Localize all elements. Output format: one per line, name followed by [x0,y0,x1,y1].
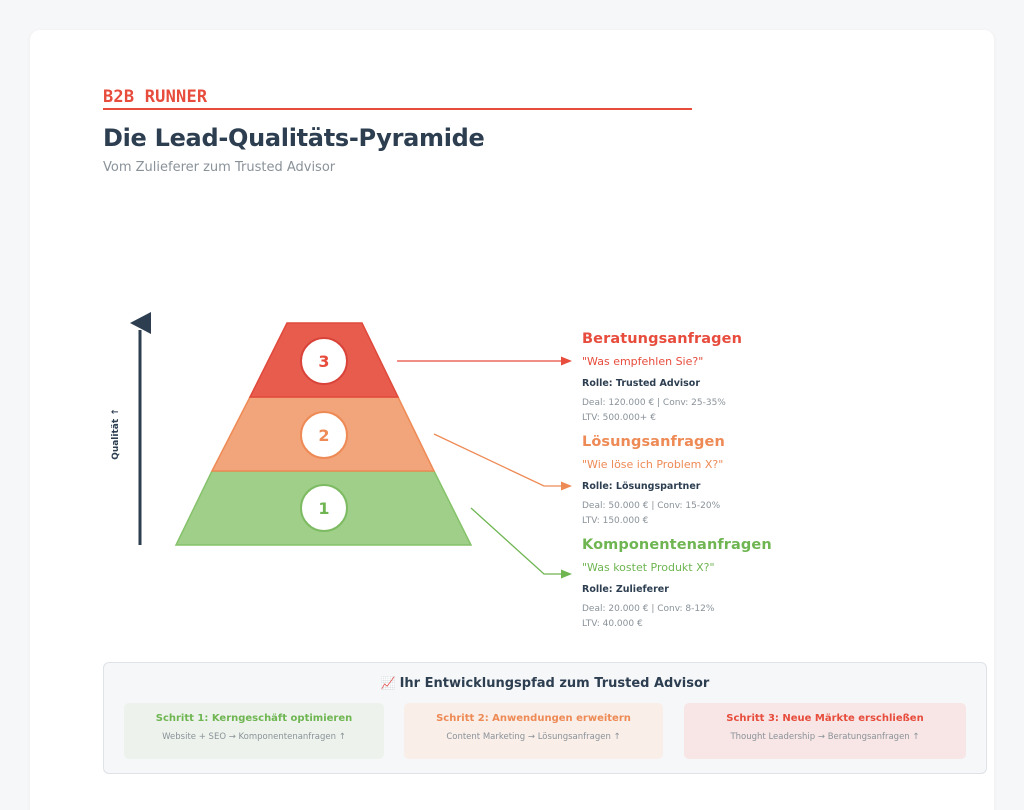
tier-3-badge: 3 [300,337,348,385]
brand-label: B2B RUNNER [103,87,208,107]
tier-3-question: "Was empfehlen Sie?" [582,355,704,368]
step-2-desc: Content Marketing → Lösungsanfragen ↑ [446,732,621,742]
step-1-desc: Website + SEO → Komponentenanfragen ↑ [162,732,346,742]
step-3-card: Schritt 3: Neue Märkte erschließen Thoug… [684,703,966,759]
tier-2-question: "Wie löse ich Problem X?" [582,458,724,471]
tier-3-number: 3 [318,351,330,371]
step-2-card: Schritt 2: Anwendungen erweitern Content… [404,703,663,759]
axis-arrow-icon [130,312,151,334]
tier-3-deal: Deal: 120.000 € | Conv: 25-35% [582,398,726,408]
tier-1-heading: Komponentenanfragen [582,537,772,553]
tier-1-number: 1 [318,498,330,518]
brand-divider [103,108,692,110]
chart-increasing-icon: 📈 [380,676,396,690]
step-1-title: Schritt 1: Kerngeschäft optimieren [155,713,353,724]
tier-2-ltv: LTV: 150.000 € [582,516,649,526]
tier-1-question: "Was kostet Produkt X?" [582,561,715,574]
arrow-tier-3 [397,356,572,366]
tier-1-role: Rolle: Zulieferer [582,584,669,595]
tier-2-number: 2 [318,425,330,445]
tier-3-heading: Beratungsanfragen [582,331,742,347]
tier-1-badge: 1 [300,484,348,532]
step-3-title: Schritt 3: Neue Märkte erschließen [726,713,924,724]
step-3-desc: Thought Leadership → Beratungsanfragen ↑ [730,732,920,742]
tier-2-info: Lösungsanfragen "Wie löse ich Problem X?… [582,434,822,529]
quality-axis [130,312,151,545]
arrowhead-icon [561,569,572,579]
tier-2-deal: Deal: 50.000 € | Conv: 15-20% [582,501,721,511]
step-2-title: Schritt 2: Anwendungen erweitern [436,713,631,724]
tier-1-info: Komponentenanfragen "Was kostet Produkt … [582,537,822,632]
tier-3-info: Beratungsanfragen "Was empfehlen Sie?" R… [582,331,822,426]
page-title: Die Lead-Qualitäts-Pyramide [103,124,485,152]
path-title: 📈Ihr Entwicklungspfad zum Trusted Adviso… [104,676,986,691]
page-subtitle: Vom Zulieferer zum Trusted Advisor [103,160,336,175]
path-title-text: Ihr Entwicklungspfad zum Trusted Advisor [399,676,710,691]
development-path-panel: 📈Ihr Entwicklungspfad zum Trusted Adviso… [103,662,987,774]
arrowhead-icon [561,481,572,491]
arrow-tier-1 [470,507,572,579]
arrow-tier-2 [433,433,572,491]
tier-2-heading: Lösungsanfragen [582,434,725,450]
tier-3-ltv: LTV: 500.000+ € [582,413,656,423]
tier-1-ltv: LTV: 40.000 € [582,619,643,629]
quality-axis-label: Qualität ↑ [111,408,121,460]
tier-1-deal: Deal: 20.000 € | Conv: 8-12% [582,604,715,614]
tier-3-role: Rolle: Trusted Advisor [582,378,701,389]
arrowhead-icon [561,356,572,366]
tier-2-badge: 2 [300,411,348,459]
tier-2-role: Rolle: Lösungspartner [582,481,701,492]
step-1-card: Schritt 1: Kerngeschäft optimieren Websi… [124,703,384,759]
